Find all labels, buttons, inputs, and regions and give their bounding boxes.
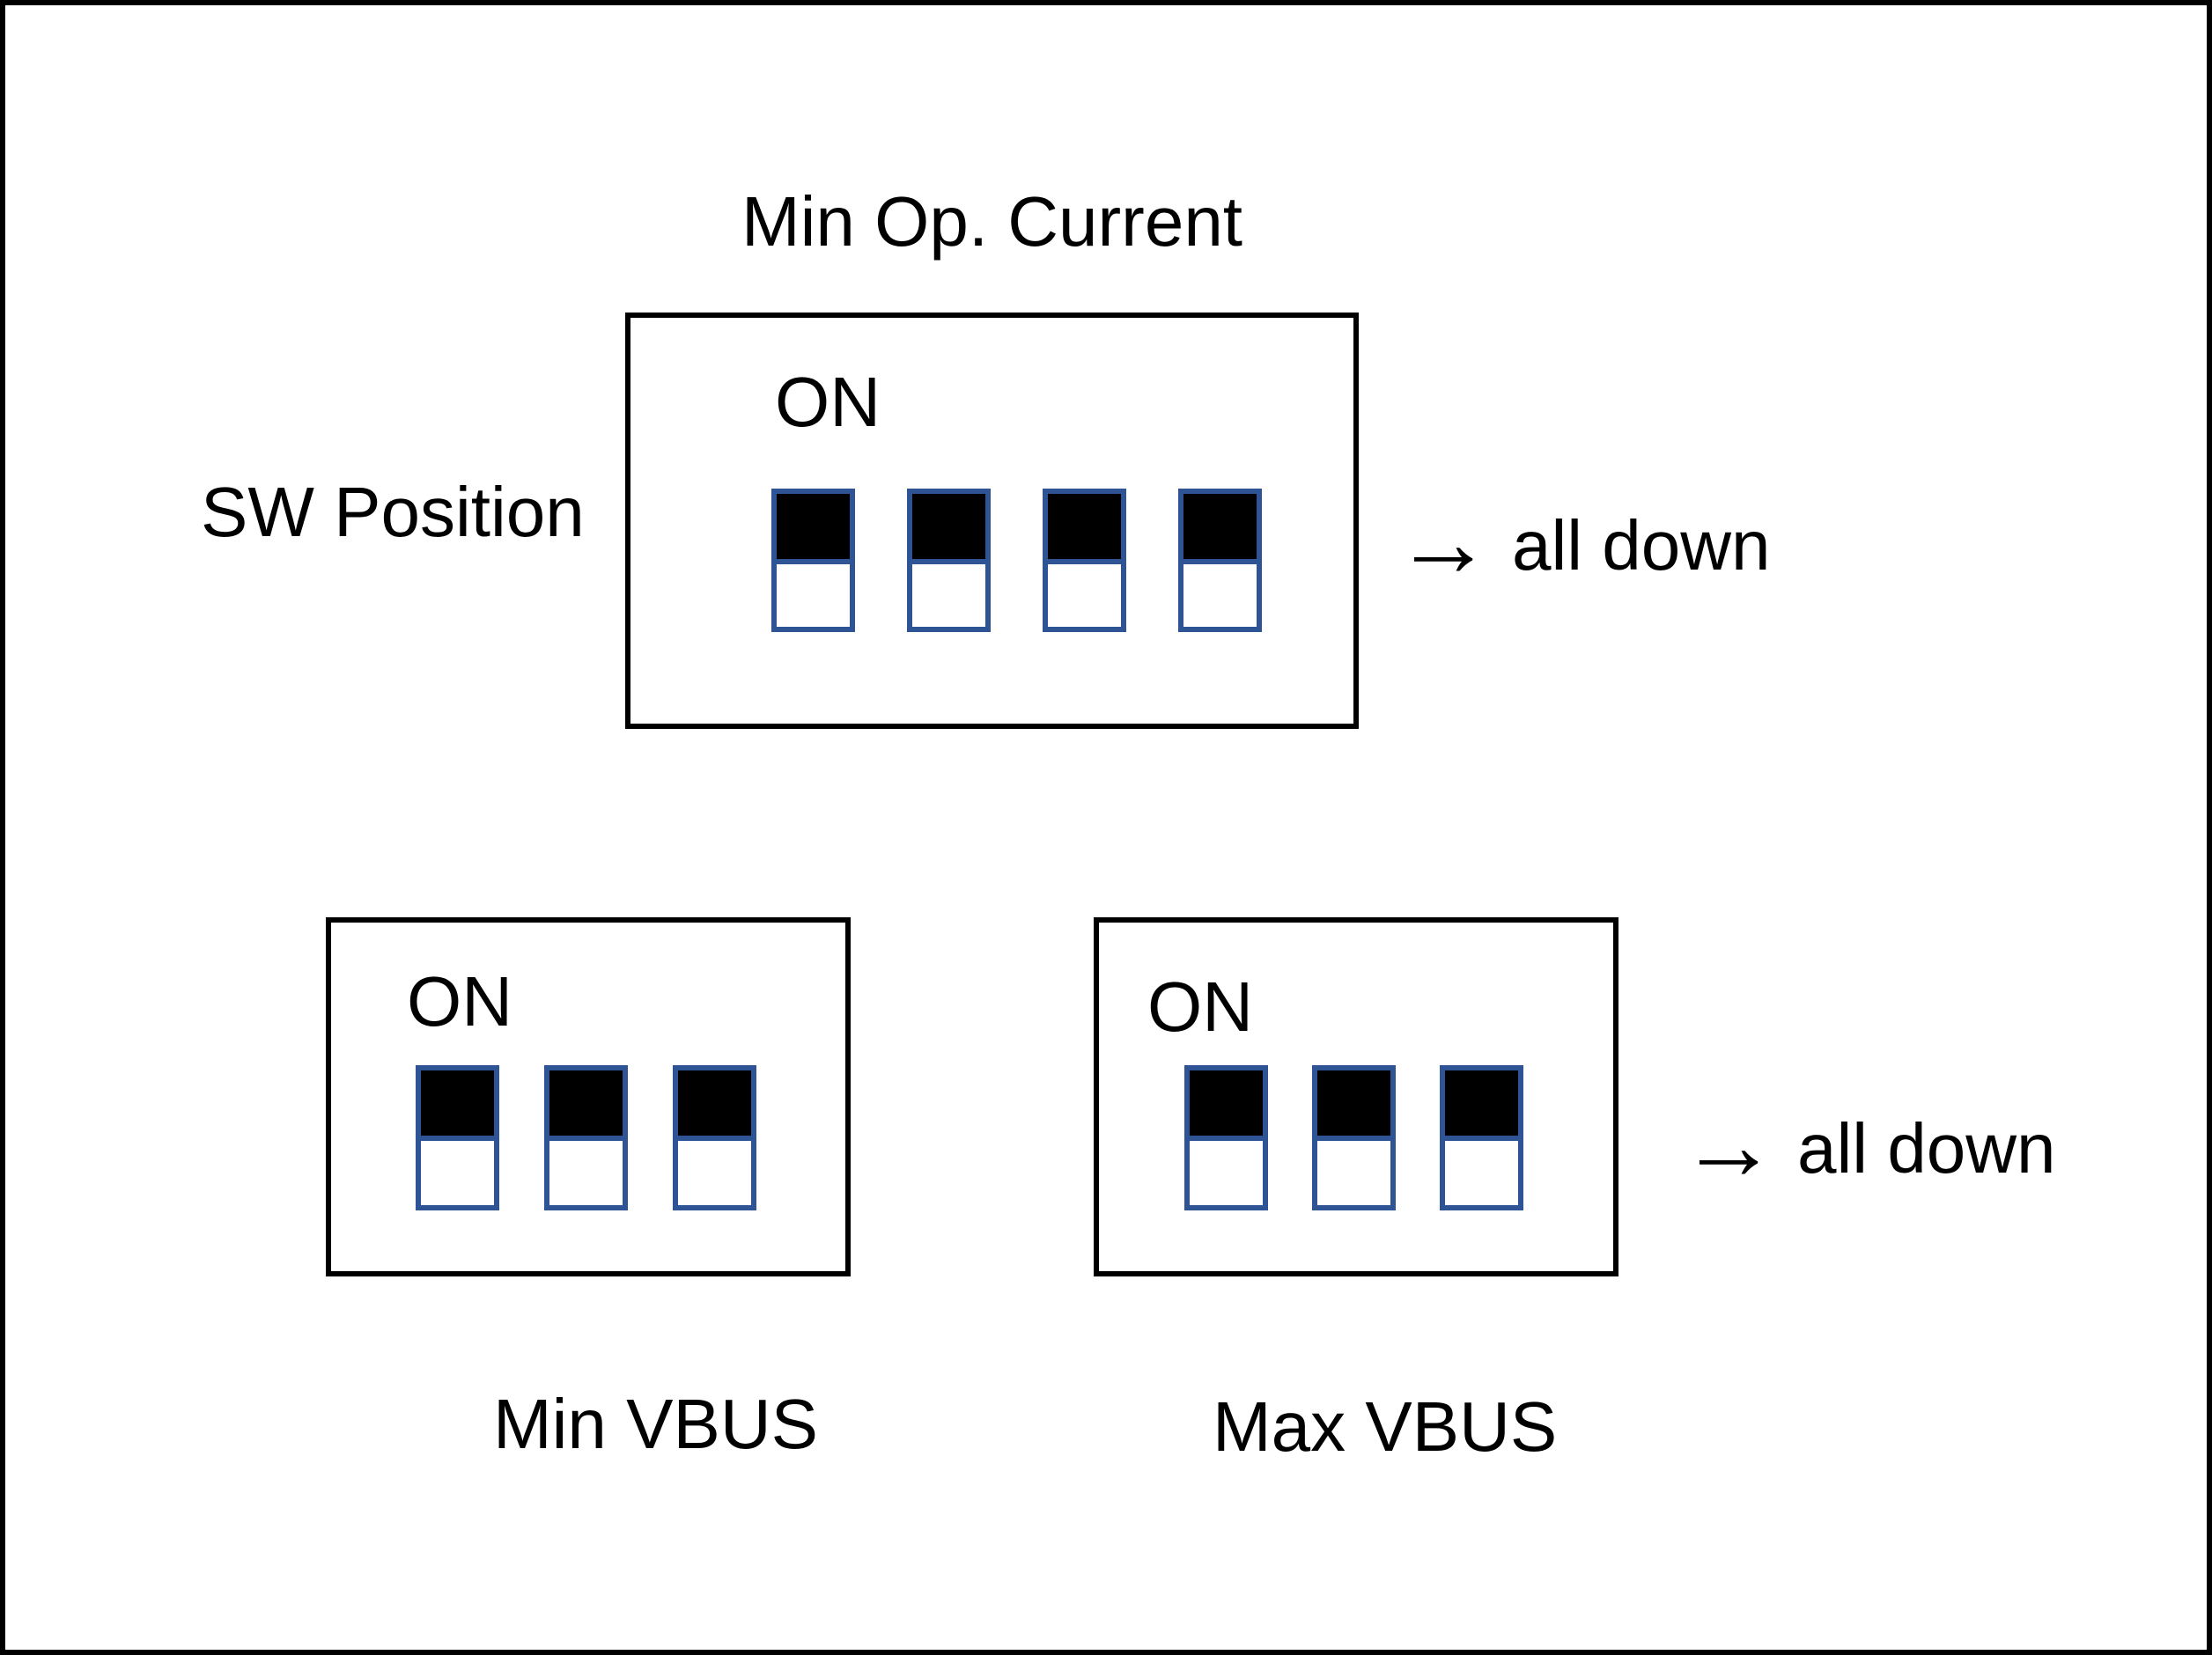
dip-switch <box>1184 1065 1268 1210</box>
page-title: Min Op. Current <box>741 182 1243 261</box>
switch-slot-upper <box>1445 1070 1518 1141</box>
switch-slot-upper <box>678 1070 751 1141</box>
dip-switch-row <box>771 489 1262 632</box>
switch-slider-lower <box>549 1141 623 1205</box>
switch-slider-lower <box>777 564 850 627</box>
switch-slot-upper <box>777 494 850 564</box>
on-label: ON <box>775 363 881 441</box>
switch-slot-upper <box>549 1070 623 1141</box>
min-vbus-caption: Min VBUS <box>493 1385 818 1463</box>
switch-slider-lower <box>1317 1141 1390 1205</box>
switch-slider-lower <box>1048 564 1121 627</box>
dip-switch-row <box>416 1065 756 1210</box>
note-text: all down <box>1512 506 1771 585</box>
all-down-note-bottom: → all down <box>1679 1096 2056 1198</box>
on-label: ON <box>1147 967 1253 1046</box>
switch-slot-upper <box>912 494 985 564</box>
switch-slider-lower <box>1445 1141 1518 1205</box>
switch-slider-lower <box>1183 564 1257 627</box>
switch-slider-lower <box>421 1141 494 1205</box>
min-vbus-box: ON <box>326 917 851 1276</box>
dip-switch <box>907 489 991 632</box>
right-arrow-icon: → <box>1394 487 1493 597</box>
note-text: all down <box>1797 1109 2056 1188</box>
right-arrow-icon: → <box>1679 1090 1778 1200</box>
all-down-note-top: → all down <box>1394 487 1771 597</box>
dip-switch <box>771 489 855 632</box>
on-label: ON <box>407 962 512 1041</box>
switch-slider-lower <box>678 1141 751 1205</box>
max-vbus-caption: Max VBUS <box>1213 1387 1558 1466</box>
switch-slot-upper <box>1048 494 1121 564</box>
min-op-current-box: ON <box>625 313 1359 729</box>
switch-slider-lower <box>1190 1141 1263 1205</box>
dip-switch <box>673 1065 756 1210</box>
dip-switch <box>1178 489 1262 632</box>
dip-switch <box>1440 1065 1523 1210</box>
dip-switch <box>544 1065 628 1210</box>
max-vbus-box: ON <box>1094 917 1618 1276</box>
sw-position-label: SW Position <box>201 473 585 551</box>
dip-switch <box>416 1065 499 1210</box>
switch-slot-upper <box>1317 1070 1390 1141</box>
switch-slider-lower <box>912 564 985 627</box>
switch-slot-upper <box>421 1070 494 1141</box>
switch-slot-upper <box>1190 1070 1263 1141</box>
dip-switch-row <box>1184 1065 1523 1210</box>
dip-switch <box>1312 1065 1396 1210</box>
switch-slot-upper <box>1183 494 1257 564</box>
dip-switch <box>1043 489 1126 632</box>
